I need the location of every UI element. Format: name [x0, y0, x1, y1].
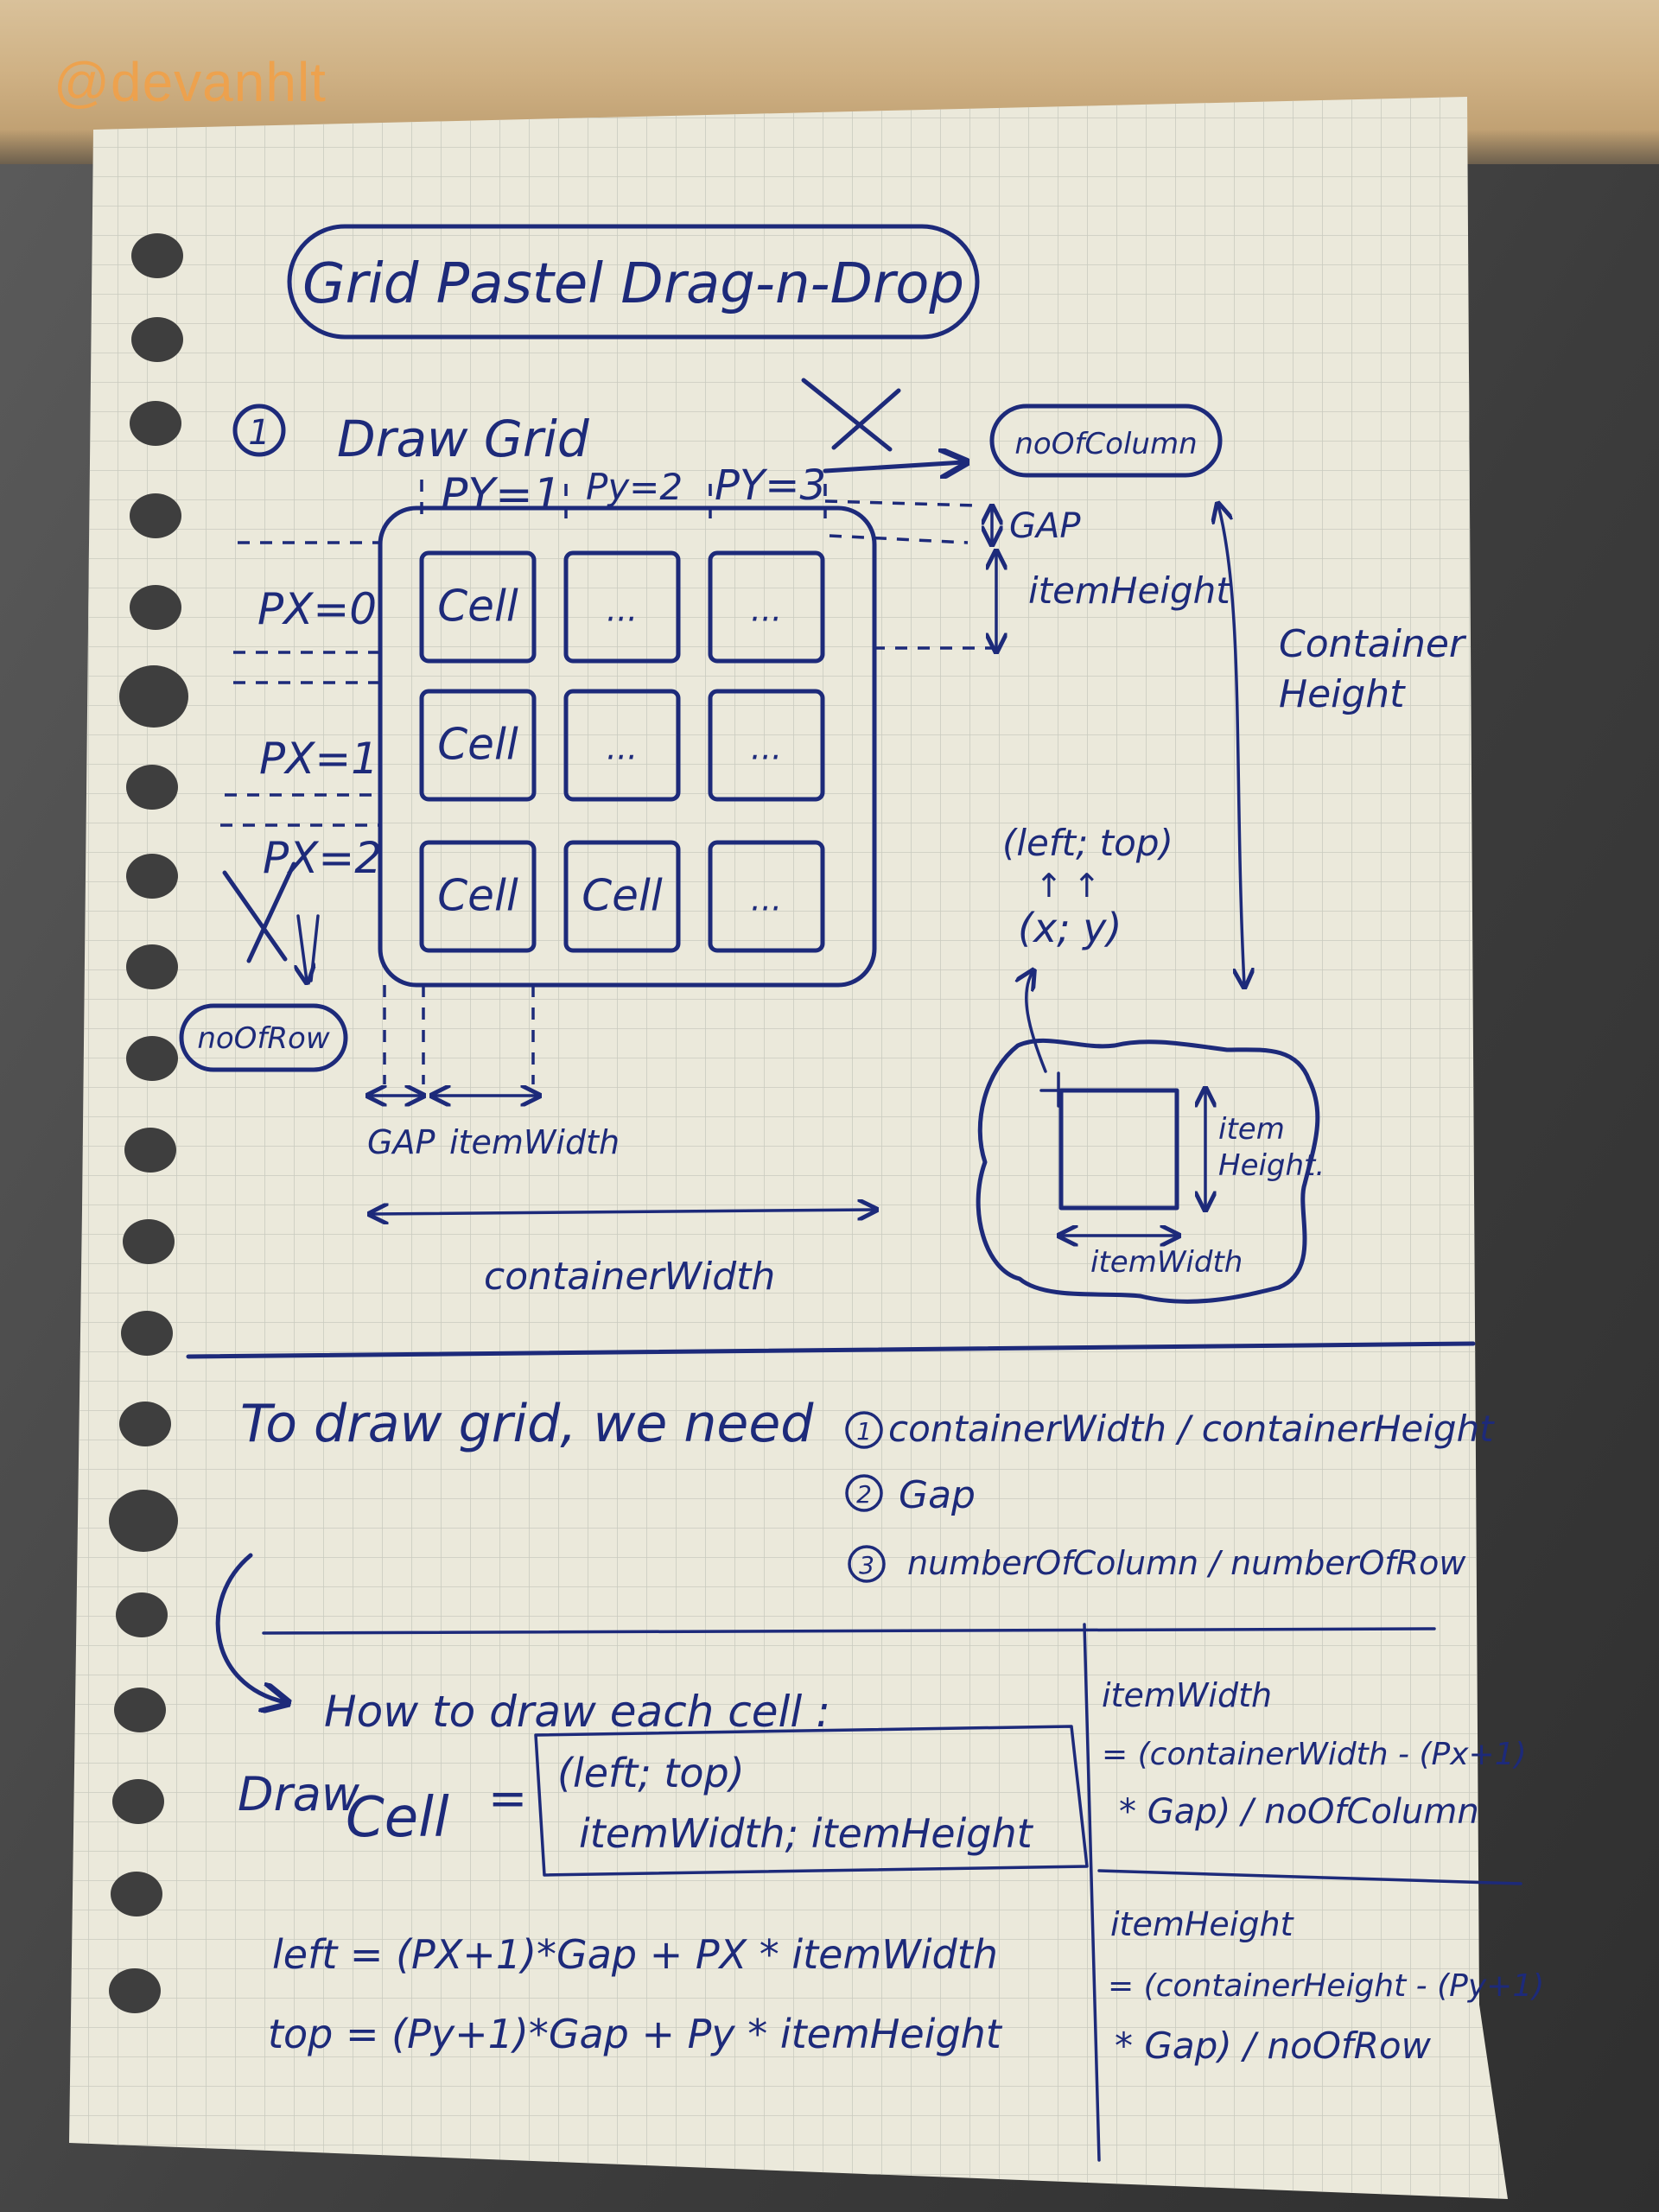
- grid-cell-label: ...: [751, 729, 782, 767]
- arrows-up-label: ↑ ↑: [1035, 867, 1101, 905]
- container-height-label-1: Container: [1279, 622, 1467, 666]
- cloud-outline: [976, 1038, 1320, 1304]
- grid-cell: [563, 689, 681, 802]
- no-of-column-bubble: [989, 404, 1223, 478]
- grid-cell: [708, 550, 825, 664]
- section-divider: [186, 1341, 1476, 1359]
- xy-label: (x; y): [1018, 905, 1122, 951]
- needs-num-2: 2: [856, 1480, 872, 1509]
- px-labels: PX=0 PX=1 PX=2: [220, 541, 382, 883]
- px-label-1: PX=1: [259, 734, 378, 784]
- flow-arrow: [215, 1553, 285, 1702]
- grid-cell: [563, 840, 681, 953]
- cell-section: How to draw each cell : Draw Cell = (lef…: [238, 1687, 1089, 2057]
- top-formula: top = (Py+1)*Gap + Py * itemHeight: [268, 2011, 1003, 2057]
- needs-item-3: numberOfColumn / numberOfRow: [907, 1544, 1466, 1582]
- top-guides: [420, 480, 1002, 650]
- px-label-0: PX=0: [257, 584, 377, 634]
- binder-holes: [109, 233, 188, 2013]
- watermark: @devanhlt: [54, 51, 327, 113]
- detail-cell-box: [1058, 1088, 1179, 1211]
- py-label-3: PY=3: [715, 461, 826, 510]
- draw-word: Draw: [238, 1767, 360, 1821]
- row-annotation: noOfRow: [179, 861, 348, 1072]
- step1-label: Draw Grid: [337, 410, 590, 468]
- no-of-row-bubble: [179, 1003, 348, 1072]
- step1-number: 1: [248, 413, 270, 453]
- item-height-label: itemHeight: [1028, 569, 1231, 612]
- itemheight-formula-title: itemHeight: [1110, 1905, 1295, 1943]
- page-title: Grid Pastel Drag-n-Drop: [302, 252, 964, 316]
- left-formula: left = (PX+1)*Gap + PX * itemWidth: [272, 1931, 998, 1978]
- equals-sign: =: [488, 1771, 527, 1826]
- detail-item-width: itemWidth: [1090, 1245, 1243, 1280]
- gap-label-bottom: GAP: [367, 1123, 435, 1161]
- no-of-row-label: noOfRow: [197, 1021, 330, 1056]
- grid-cell: [419, 840, 537, 953]
- grid-cell: [419, 689, 537, 802]
- itemwidth-formula-title: itemWidth: [1102, 1676, 1272, 1714]
- left-top-label: (left; top): [1002, 822, 1173, 864]
- itemwidth-formula-1: = (containerWidth - (Px+1): [1102, 1737, 1527, 1772]
- needs-item-2: Gap: [899, 1473, 976, 1517]
- cell-word: Cell: [346, 1786, 449, 1850]
- step1-number-circle: [232, 404, 286, 457]
- px-label-2: PX=2: [263, 833, 382, 883]
- grid-container-box: [378, 505, 877, 988]
- grid-cell: [708, 689, 825, 802]
- needs-num-3: 3: [859, 1551, 874, 1580]
- container-height-label-2: Height: [1279, 672, 1406, 716]
- itemheight-formula-2: * Gap) / noOfRow: [1115, 2024, 1432, 2067]
- step1-heading: 1 Draw Grid: [232, 404, 590, 468]
- item-width-label-bottom: itemWidth: [449, 1123, 620, 1161]
- grid-cell-label: Cell: [437, 720, 518, 770]
- arrow-to-no-of-column: [823, 462, 963, 471]
- cell-detail-diagram: (left; top) ↑ ↑ (x; y) item Height. item…: [976, 822, 1325, 1304]
- title-block: Grid Pastel Drag-n-Drop: [287, 224, 980, 340]
- grid-cell-label: ...: [607, 591, 638, 629]
- grid-cell-label: ...: [751, 880, 782, 918]
- py-label-1: PY=1: [441, 469, 562, 521]
- needs-intro: To draw grid, we need: [240, 1394, 814, 1454]
- grid-cell: [708, 840, 825, 953]
- title-bubble: [287, 224, 980, 340]
- detail-item-height-2: Height.: [1218, 1148, 1325, 1183]
- params-line-1: (left; top): [557, 1750, 745, 1796]
- grid-cell-label: Cell: [437, 871, 518, 921]
- py-label-2: Py=2: [586, 466, 683, 508]
- formula-table-lines: [262, 1623, 1522, 2162]
- gap-label-top: GAP: [1009, 506, 1081, 546]
- params-line-2: itemWidth; itemHeight: [579, 1810, 1034, 1857]
- itemwidth-formula-2: * Gap) / noOfColumn: [1119, 1792, 1479, 1832]
- container-width-label: containerWidth: [484, 1255, 775, 1299]
- needs-num-1: 1: [856, 1417, 872, 1446]
- grid-cell-label: Cell: [437, 582, 518, 632]
- container-height-annotation: Container Height: [1218, 505, 1467, 985]
- column-annotation: noOfColumn: [801, 378, 1223, 478]
- cross-mark-top: [801, 378, 901, 452]
- needs-section: To draw grid, we need 1 containerWidth /…: [240, 1394, 1495, 1583]
- grid-cell: [419, 550, 537, 664]
- no-of-column-label: noOfColumn: [1014, 427, 1197, 461]
- draw-cell-params-box: [534, 1725, 1089, 1877]
- detail-item-height-1: item: [1218, 1112, 1285, 1147]
- py-labels: PY=1 Py=2 PY=3: [441, 461, 826, 521]
- needs-item-1: containerWidth / containerHeight: [888, 1408, 1495, 1450]
- gap-height-annotation: GAP itemHeight: [992, 506, 1231, 650]
- bottom-guides: GAP itemWidth containerWidth: [367, 985, 874, 1299]
- grid-cell-label: ...: [751, 591, 782, 629]
- item-size-formulas: itemWidth = (containerWidth - (Px+1) * G…: [1102, 1676, 1544, 2067]
- grid-cell-label: Cell: [582, 871, 663, 921]
- itemheight-formula-1: = (containerHeight - (Py+1): [1108, 1968, 1544, 2004]
- grid-cell: [563, 550, 681, 664]
- grid-cell-label: ...: [607, 729, 638, 767]
- how-to-draw-cell: How to draw each cell :: [324, 1687, 830, 1737]
